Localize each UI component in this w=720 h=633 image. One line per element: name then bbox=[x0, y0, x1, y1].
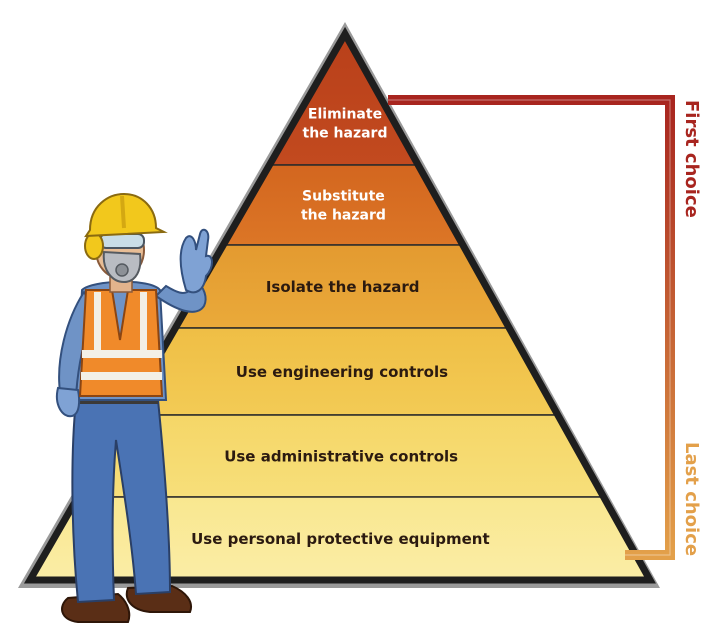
vest-stripe-upper bbox=[82, 350, 162, 358]
tier-4-label-line-1: Use engineering controls bbox=[236, 363, 448, 381]
hard-hat-ridge bbox=[120, 195, 126, 229]
vest-stripe-right bbox=[140, 292, 147, 350]
safety-goggles bbox=[99, 233, 145, 249]
scale-bracket bbox=[388, 95, 675, 560]
last-choice-label: Last choice bbox=[681, 442, 702, 556]
vest-stripe-left bbox=[94, 292, 101, 350]
tier-3-label-line-1: Isolate the hazard bbox=[266, 278, 420, 296]
scale-bracket-inner bbox=[388, 99, 671, 556]
tier-6-label-line-1: Use personal protective equipment bbox=[191, 530, 490, 548]
worker-figure bbox=[56, 192, 213, 623]
first-label-bg bbox=[676, 92, 712, 222]
tier-5-label-line-1: Use administrative controls bbox=[224, 447, 458, 465]
respirator-filter bbox=[115, 263, 129, 277]
pants bbox=[71, 399, 172, 604]
vest-stripe-lower bbox=[81, 372, 162, 380]
tier-1-label-line-2: the hazard bbox=[303, 125, 388, 141]
left-glove bbox=[56, 386, 81, 418]
choice-scale: First choice Last choice bbox=[388, 92, 712, 560]
tier-2-label-line-1: Substitute bbox=[302, 188, 385, 204]
right-glove bbox=[179, 228, 213, 294]
first-choice-label: First choice bbox=[681, 100, 702, 218]
tier-2-label-line-2: the hazard bbox=[301, 207, 386, 223]
tier-1-label-line-1: Eliminate bbox=[308, 106, 382, 122]
last-label-bg bbox=[676, 430, 712, 560]
